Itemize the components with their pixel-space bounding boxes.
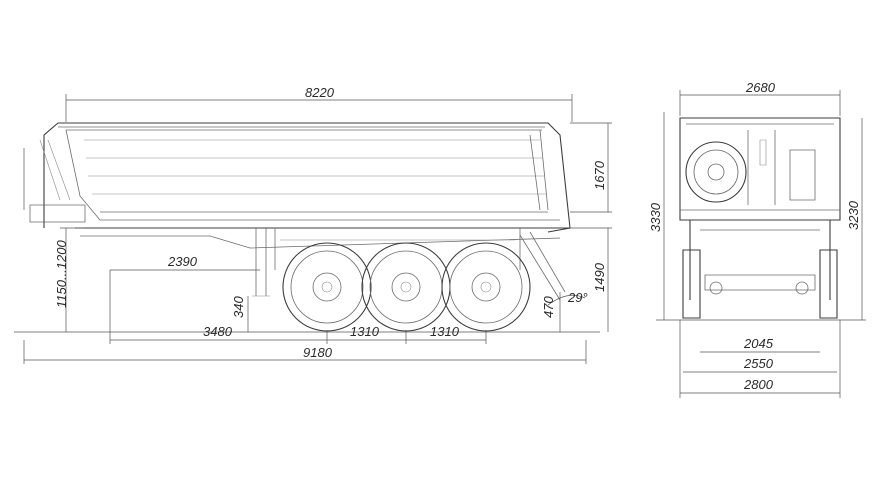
rear-height-label: 3230 xyxy=(846,200,861,230)
overall-length-top-label: 8220 xyxy=(305,85,335,100)
rear-view-dimensions xyxy=(679,90,863,398)
rear-step-label: 470 xyxy=(541,296,556,318)
axle-spacing-2-label: 1310 xyxy=(430,324,460,339)
side-view-dimensions xyxy=(23,94,665,364)
overall-width-label: 2800 xyxy=(743,377,774,392)
coupling-height-label: 1150...1200 xyxy=(54,240,69,308)
track-width-label: 2550 xyxy=(743,356,774,371)
axle-spacing-1-label: 1310 xyxy=(350,324,380,339)
wheel-axle-2 xyxy=(361,242,451,332)
tipping-angle-label: 29° xyxy=(567,290,588,305)
wheel-axle-1 xyxy=(282,242,372,332)
wheel-axle-3 xyxy=(441,242,531,332)
overall-length-bottom-label: 9180 xyxy=(303,345,333,360)
body-width-label: 2680 xyxy=(745,80,776,95)
ground-clearance-label: 340 xyxy=(231,296,246,318)
rear-frame-height-label: 1490 xyxy=(592,262,607,292)
rear-view-trailer xyxy=(679,117,841,319)
body-height-label: 1670 xyxy=(592,160,607,190)
landing-gear-label: 2390 xyxy=(167,254,198,269)
side-view-trailer xyxy=(23,122,571,301)
frame-width-label: 2045 xyxy=(743,336,774,351)
total-height-label: 3330 xyxy=(648,202,663,232)
kingpin-to-axle-label: 3480 xyxy=(203,324,233,339)
